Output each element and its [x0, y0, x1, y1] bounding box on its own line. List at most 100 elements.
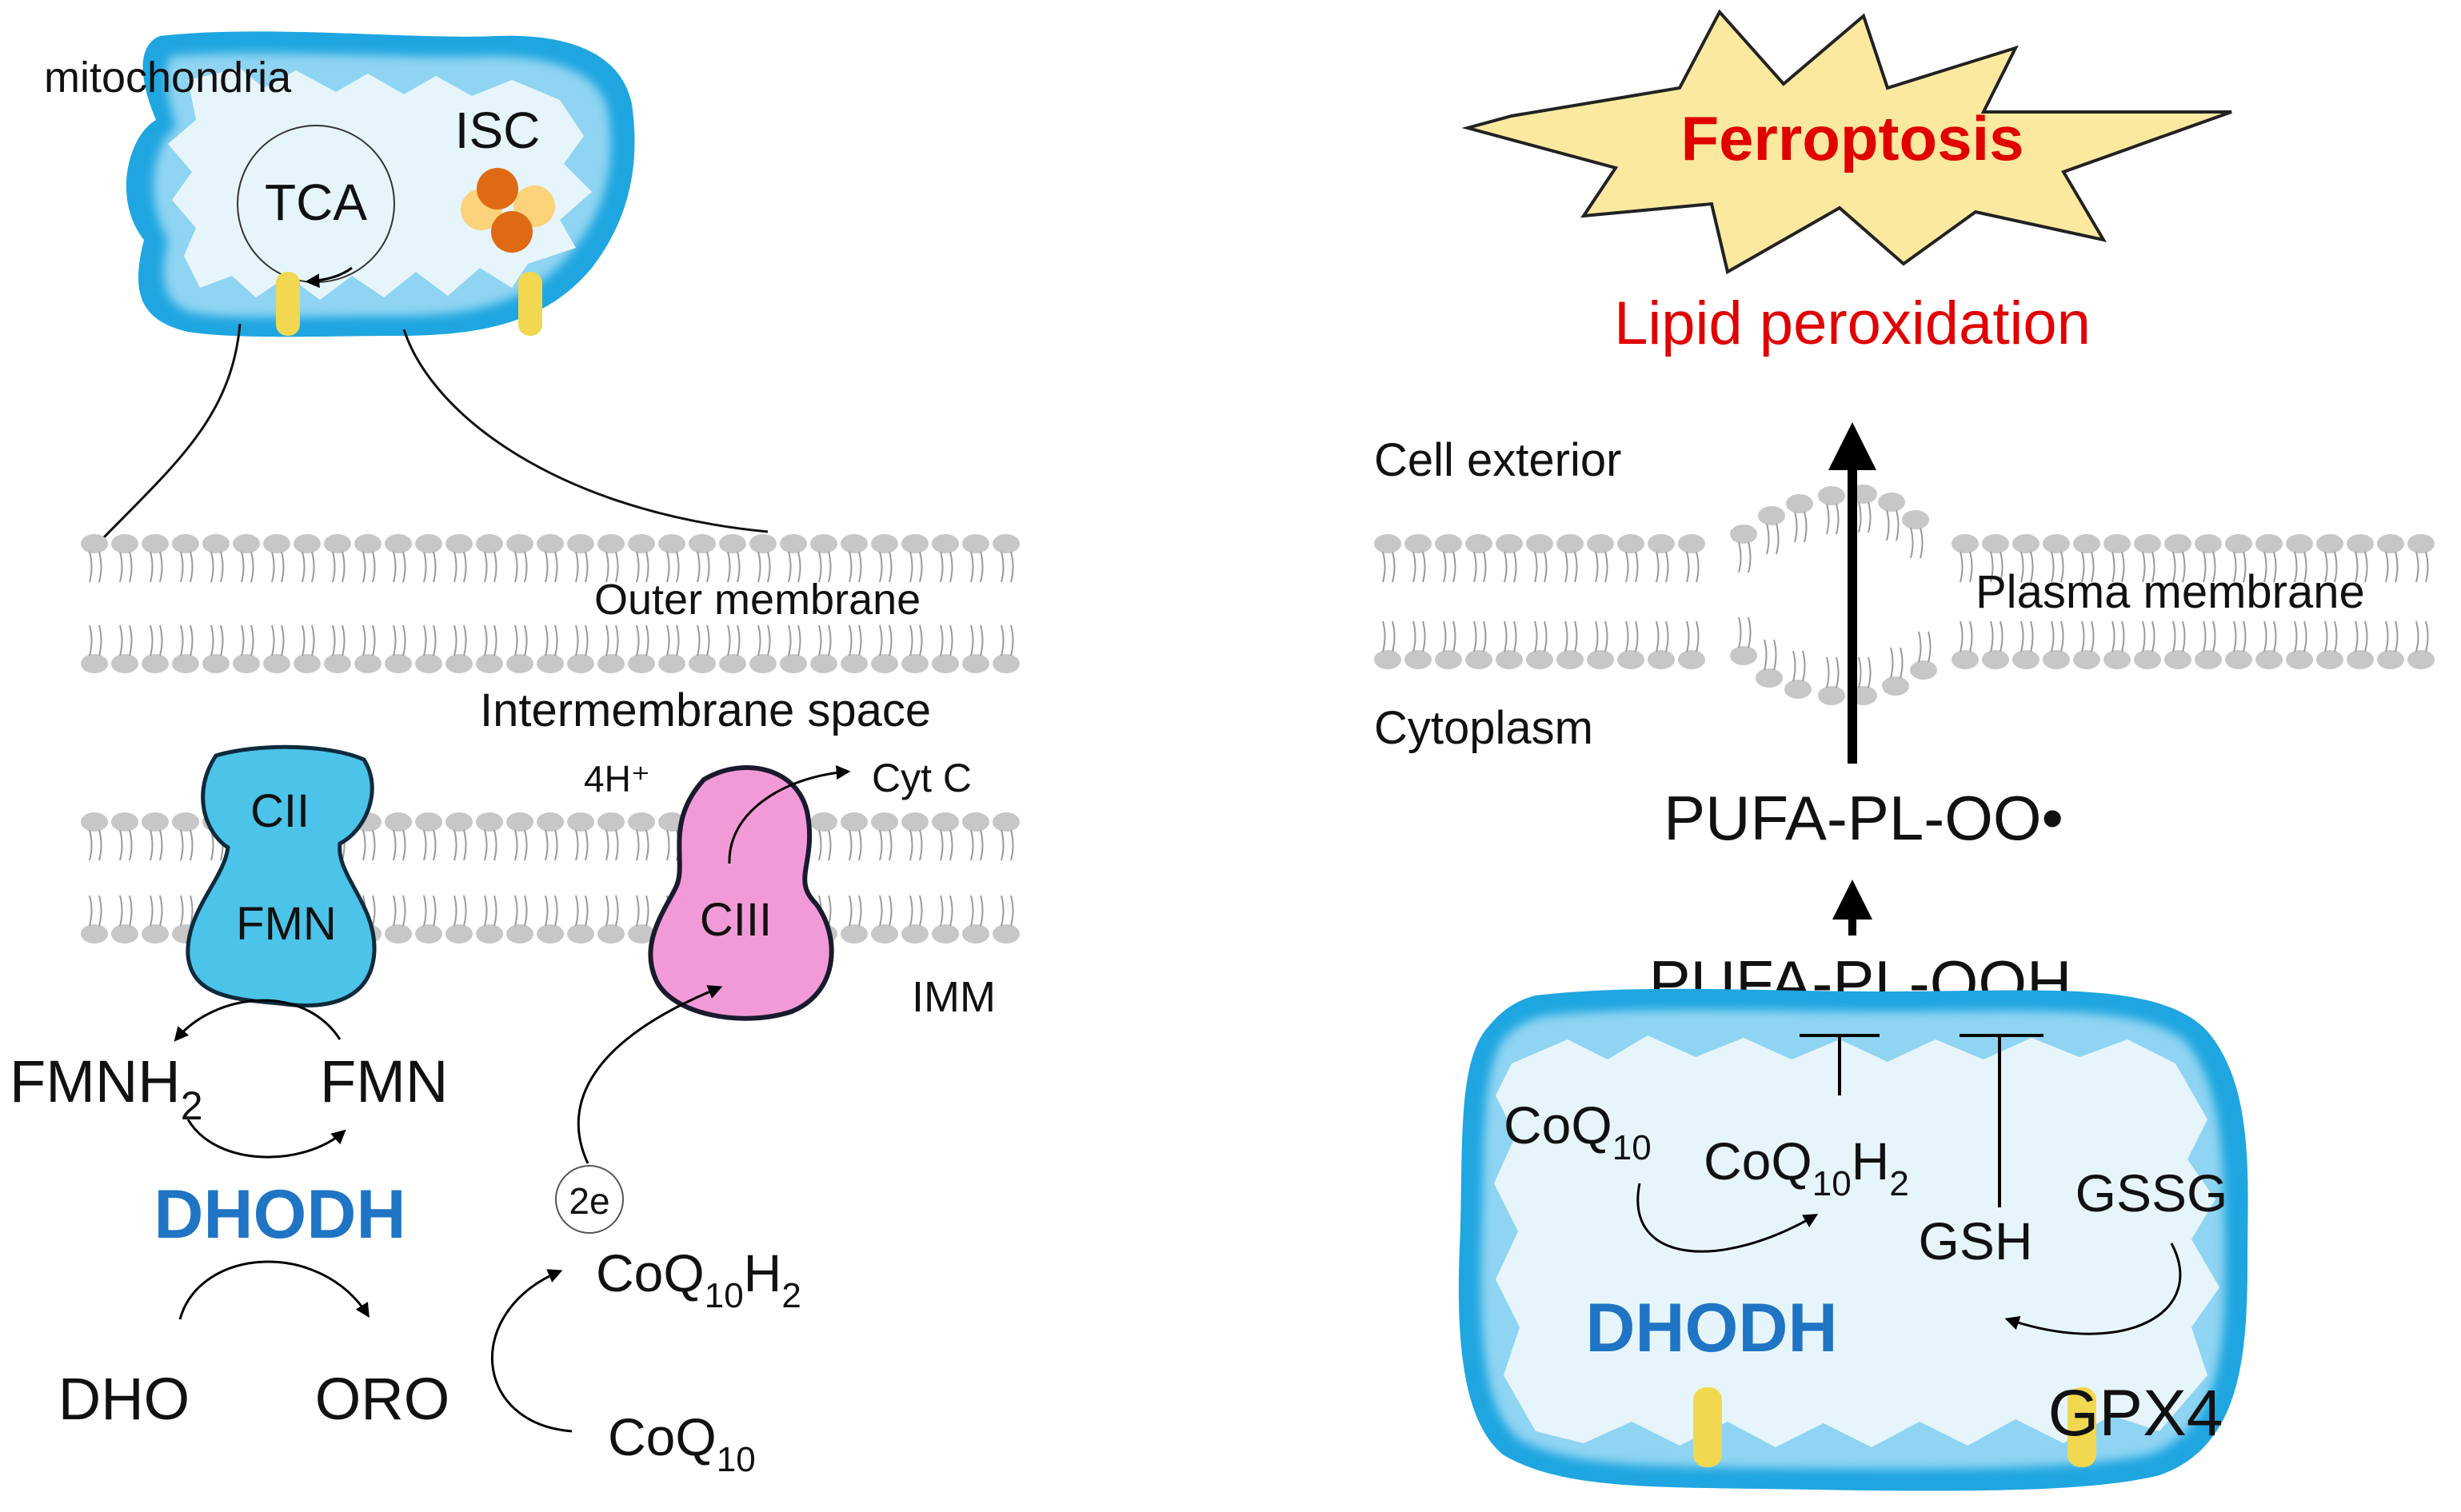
lipid-head — [2195, 650, 2222, 669]
lipid-tail — [767, 551, 771, 583]
lipid-head — [2225, 534, 2252, 553]
lipid-tail — [1504, 620, 1508, 652]
lipid-tail — [463, 829, 467, 861]
lipid-tail — [524, 829, 528, 861]
lipid-head — [1648, 650, 1675, 669]
lipid-tail — [493, 624, 497, 656]
lipid-peroxidation-label: Lipid peroxidation — [1614, 289, 2091, 357]
lipid-tail — [2324, 620, 2328, 652]
lipid-head — [932, 924, 959, 944]
lipid-tail — [757, 551, 761, 583]
lipid-tail — [98, 829, 102, 861]
lipid-tail — [706, 551, 710, 583]
lipid-tail — [1920, 527, 1924, 559]
lipid-tail — [2385, 620, 2389, 652]
gssg-to-gsh-arrow — [2004, 1243, 2182, 1335]
lipid-head — [172, 654, 199, 673]
lipid-tail — [402, 551, 406, 583]
lipid-tail — [828, 624, 832, 656]
mitochondria-label: mitochondria — [44, 54, 292, 102]
lipid-tail — [666, 551, 670, 583]
left-dhodh-label: DHODH — [154, 1176, 406, 1253]
lipid-tail — [858, 624, 862, 656]
lipid-tail — [575, 624, 579, 656]
lipid-tail — [1890, 647, 1894, 679]
lipid-tail — [919, 829, 923, 861]
lipid-head — [901, 812, 929, 832]
complex-iii: CIII — [648, 765, 834, 1021]
fmn-label: FMN — [320, 1048, 448, 1115]
lipid-tail — [909, 624, 913, 656]
lipid-tail — [970, 624, 974, 656]
fmnh2-to-fmn-arrow — [186, 1119, 346, 1159]
lipid-tail — [1412, 620, 1416, 652]
lipid-tail — [2385, 551, 2389, 583]
lipid-tail — [119, 551, 123, 583]
lipid-head — [2195, 534, 2222, 553]
lipid-tail — [2415, 551, 2419, 583]
two-electron-circle — [555, 1165, 624, 1234]
lipid-head — [294, 534, 321, 553]
lipid-tail — [1422, 551, 1426, 583]
lipid-head — [749, 534, 777, 553]
lipid-tail — [2051, 551, 2055, 583]
lipid-head — [445, 924, 473, 944]
lipid-tail — [919, 624, 923, 656]
lipid-head — [901, 924, 929, 944]
mito2-channel-right — [2067, 1387, 2096, 1467]
lipid-head — [537, 534, 564, 553]
lipid-tail — [524, 895, 528, 927]
lipid-tail — [2273, 551, 2277, 583]
lipid-tail — [423, 624, 427, 656]
lipid-head — [537, 924, 564, 944]
lipid-head — [1982, 650, 2009, 669]
lipid-head — [506, 924, 533, 944]
lipid-tail — [2121, 551, 2125, 583]
lipid-tail — [575, 829, 579, 861]
lipid-tail — [1696, 551, 1700, 583]
lipid-head — [841, 654, 868, 673]
lipid-head — [841, 534, 868, 553]
lipid-tail — [129, 624, 133, 656]
lipid-tail — [2172, 551, 2176, 583]
lipid-tail — [2091, 551, 2095, 583]
lipid-head — [1404, 650, 1432, 669]
lipid-tail — [2355, 551, 2359, 583]
lipid-head — [780, 534, 807, 553]
lipid-tail — [311, 624, 315, 656]
cell-exterior-label: Cell exterior — [1374, 434, 1621, 486]
lipid-tail — [119, 829, 123, 861]
lipid-tail — [2415, 620, 2419, 652]
lipid-head — [993, 534, 1020, 553]
lipid-tail — [737, 551, 741, 583]
lipid-head — [932, 534, 959, 553]
lipid-head — [901, 534, 929, 553]
lipid-tail — [423, 895, 427, 927]
lipid-tail — [332, 551, 336, 583]
lipid-tail — [919, 895, 923, 927]
lipid-tail — [180, 829, 184, 861]
lipid-tail — [879, 829, 883, 861]
lipid-tail — [1886, 509, 1890, 541]
lipid-head — [233, 534, 260, 553]
lipid-tail — [1392, 620, 1396, 652]
lipid-tail — [2203, 551, 2207, 583]
lipid-tail — [2425, 551, 2429, 583]
lipid-head — [901, 654, 929, 673]
lipid-tail — [970, 895, 974, 927]
lipid-tail — [1574, 551, 1578, 583]
lipid-tail — [2263, 620, 2267, 652]
lipid-tail — [554, 551, 558, 583]
lipid-tail — [2020, 551, 2024, 583]
lipid-tail — [119, 895, 123, 927]
lipid-tail — [1969, 620, 1973, 652]
lipid-head — [2225, 650, 2252, 669]
lipid-head — [476, 534, 503, 553]
lipid-head — [1784, 680, 1812, 699]
lipid-tail — [190, 551, 194, 583]
tca-cycle-arrow — [305, 266, 353, 289]
lipid-head — [2255, 650, 2283, 669]
lipid-tail — [909, 829, 913, 861]
lipid-head — [2134, 534, 2161, 553]
lipid-tail — [858, 551, 862, 583]
